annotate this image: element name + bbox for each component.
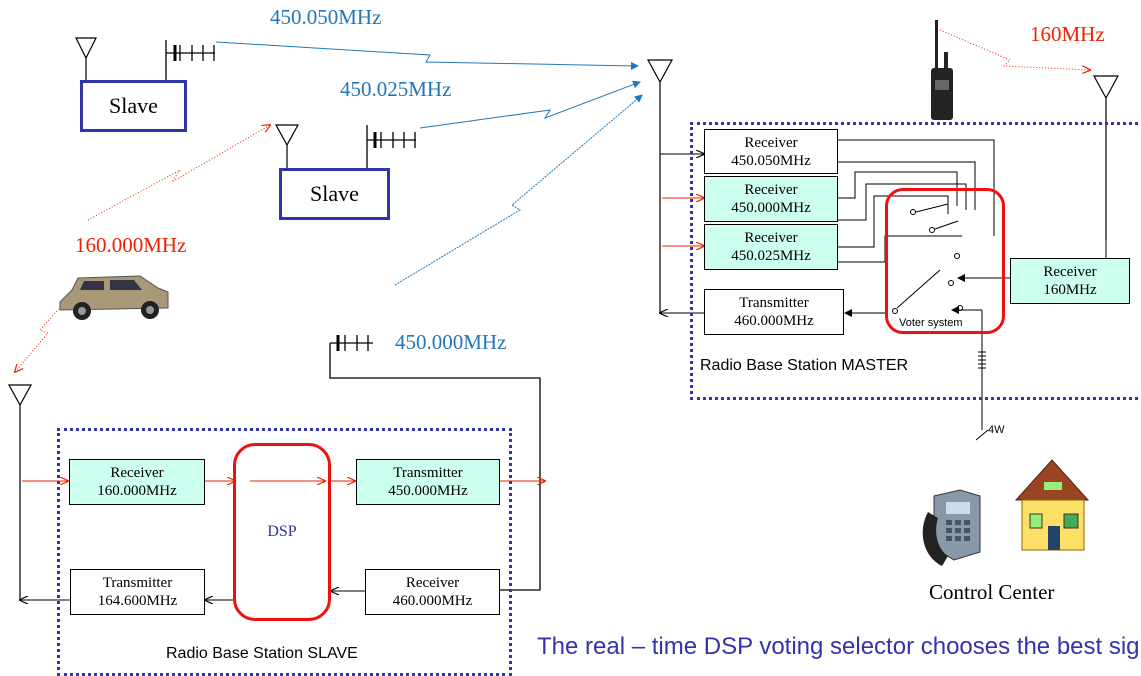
link-label-450-025: 450.025MHz (340, 77, 452, 101)
house-icon (1014, 459, 1090, 551)
slave-receiver-160: Receiver 160.000MHz (69, 459, 205, 505)
master-red-arrows (662, 198, 704, 246)
antenna-master-icon (646, 59, 674, 313)
master-receiver-160-freq: 160MHz (1043, 282, 1097, 298)
slave-receiver-160-freq: 160.000MHz (97, 483, 177, 499)
slave-node-1: Slave (80, 80, 187, 132)
master-receiver-450-025: Receiver 450.025MHz (704, 224, 838, 270)
telephone-icon (922, 489, 981, 566)
master-transmitter-name: Transmitter (739, 295, 809, 311)
slave-receiver-460-name: Receiver (405, 575, 460, 591)
slave-transmitter-164-freq: 164.600MHz (97, 593, 178, 609)
voter-system-frame (885, 188, 1005, 334)
slave-transmitter-450-freq: 450.000MHz (388, 483, 468, 499)
master-receiver-160-name: Receiver (1043, 264, 1097, 280)
suv-icon (59, 275, 169, 320)
yagi-slave2-icon (366, 125, 416, 168)
link-label-160-000: 160.000MHz (75, 233, 187, 257)
master-receiver-450-025-freq: 450.025MHz (731, 248, 811, 264)
walkie-talkie-icon (931, 20, 953, 120)
master-receiver-450-000-name: Receiver (744, 182, 798, 198)
master-receiver-450-050: Receiver 450.050MHz (704, 129, 838, 174)
slave-transmitter-164: Transmitter 164.600MHz (70, 569, 205, 615)
voter-switches (892, 203, 963, 314)
link-label-450-000: 450.000MHz (395, 330, 507, 354)
voter-system-label: Voter system (899, 317, 963, 329)
master-transmitter-460: Transmitter 460.000MHz (704, 289, 844, 335)
slave-receiver-160-name: Receiver (110, 465, 164, 481)
control-center-label: Control Center (929, 580, 1055, 604)
antenna-slave2-icon (274, 124, 300, 168)
slave-transmitter-450: Transmitter 450.000MHz (356, 459, 500, 505)
footnote-text: The real – time DSP voting selector choo… (537, 633, 1141, 660)
slave-transmitter-164-name: Transmitter (102, 575, 173, 591)
master-receiver-160: Receiver 160MHz (1010, 258, 1130, 304)
antenna-slave-station-icon (7, 384, 33, 600)
yagi-slave1-icon (165, 40, 215, 80)
slave-wiring (20, 591, 365, 600)
master-station-frame (690, 122, 1141, 400)
master-receiver-450-050-name: Receiver (744, 134, 798, 151)
connector-icon (978, 350, 986, 370)
master-transmitter-freq: 460.000MHz (734, 313, 814, 329)
link-label-160: 160MHz (1030, 22, 1105, 46)
slave-node-2: Slave (279, 168, 390, 220)
slave-station-frame (57, 428, 512, 676)
slave-station-caption: Radio Base Station SLAVE (166, 645, 358, 662)
master-receiver-450-025-name: Receiver (744, 230, 798, 246)
antenna-160-icon (1092, 75, 1120, 240)
yagi-slave-station-icon (329, 335, 541, 591)
antenna-slave1-icon (75, 37, 97, 80)
link-label-450-050: 450.050MHz (270, 5, 382, 29)
master-receiver-450-000-freq: 450.000MHz (731, 200, 811, 216)
line-4w-label: 4W (988, 424, 1005, 436)
yagi-icons (165, 40, 541, 591)
slave-transmitter-450-name: Transmitter (393, 465, 463, 481)
slave-receiver-460-freq: 460.000MHz (392, 593, 473, 609)
master-receiver-450-000: Receiver 450.000MHz (704, 176, 838, 222)
master-station-caption: Radio Base Station MASTER (700, 357, 909, 374)
radio-links (15, 29, 1090, 372)
antenna-icons (7, 37, 1120, 600)
master-receiver-450-050-freq: 450.050MHz (731, 152, 811, 169)
slave-receiver-460: Receiver 460.000MHz (365, 569, 500, 615)
dsp-block: DSP (233, 443, 331, 621)
